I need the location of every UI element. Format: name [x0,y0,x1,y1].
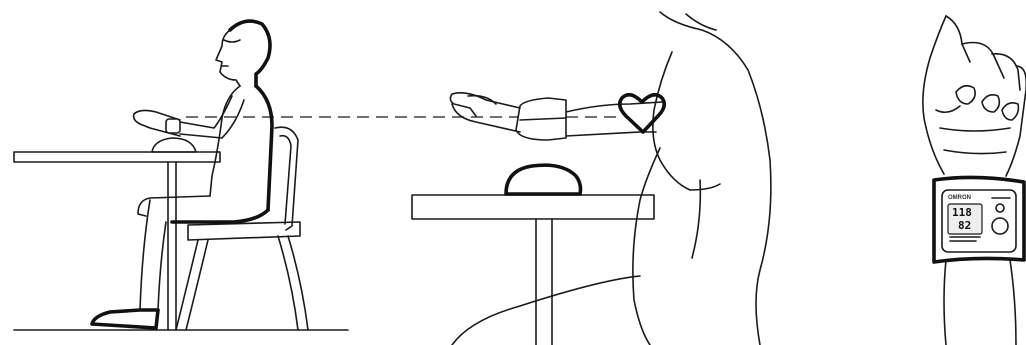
wrist-monitor-icon: OMRON 118 82 [941,189,1017,253]
diastolic-reading: 82 [958,219,971,232]
panel-seated-person [13,19,349,331]
table-left [13,151,221,331]
memory-button-icon [995,203,1005,213]
arm-cushion-large [504,163,583,196]
panel-wrist-monitor: OMRON 118 82 [922,15,1026,345]
lcd-screen [947,203,983,235]
panel-arm-closeup [411,11,772,345]
seated-person [90,19,274,330]
table-middle [411,194,655,345]
chair [175,126,309,331]
arm-cushion [151,137,197,153]
start-button-icon [991,217,1009,235]
torso-closeup [451,11,772,345]
brand-label: OMRON [948,195,971,201]
systolic-reading: 118 [952,206,972,219]
heart-icon [617,93,667,134]
forearm-with-cuff [449,92,663,141]
wrist-strap [932,175,1026,264]
fist [922,15,1026,177]
